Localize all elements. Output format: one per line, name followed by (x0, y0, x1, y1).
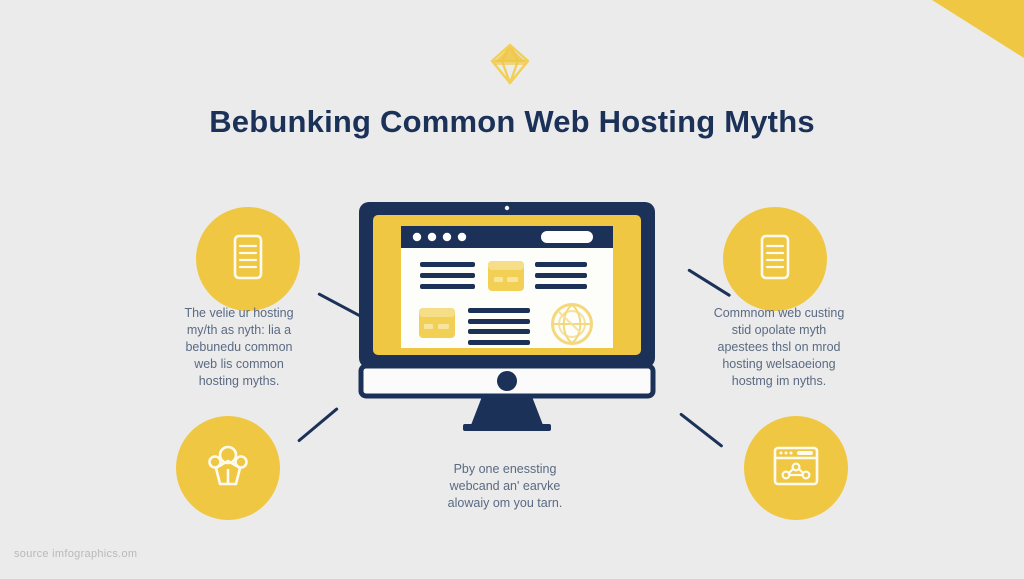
caption-bottom: Pby one enessting webcand an' earvke alo… (420, 461, 590, 512)
cloud-network-icon (203, 441, 253, 496)
caption-right-line: apestees thsl on mrod (717, 340, 841, 354)
monitor-illustration (355, 198, 659, 438)
caption-right-line: hostmg im nyths. (731, 374, 827, 388)
source-watermark: source imfographics.om (14, 548, 138, 560)
caption-bottom-line: webcand an' earvke (449, 479, 561, 493)
browser-network-icon (770, 443, 822, 494)
caption-left-line: bebunedu common (185, 340, 293, 354)
gem-icon (484, 38, 536, 90)
node-circle-bottom-right[interactable] (744, 416, 848, 520)
caption-right-line: hosting welsaoeiong (722, 357, 836, 371)
connector-line-bottom-left (297, 406, 339, 443)
node-circle-top-left[interactable] (196, 207, 300, 311)
caption-left-line: The velie ur hosting (184, 306, 294, 320)
caption-bottom-line: alowaiy om you tarn. (447, 496, 563, 510)
node-circle-top-right[interactable] (723, 207, 827, 311)
caption-right-line: stid opolate myth (731, 323, 827, 337)
server-document-icon (226, 232, 270, 287)
caption-bottom-line: Pby one enessting (453, 462, 557, 476)
caption-left-line: hosting myths. (198, 374, 280, 388)
caption-left-line: web lis common (194, 357, 284, 371)
page-title: Bebunking Common Web Hosting Myths (209, 104, 815, 139)
caption-left-line: my/th as nyth: lia a (186, 323, 292, 337)
node-circle-bottom-left[interactable] (176, 416, 280, 520)
server-document-icon (753, 232, 797, 287)
caption-left: The velie ur hosting my/th as nyth: lia … (160, 305, 318, 390)
caption-right: Commnom web custing stid opolate myth ap… (700, 305, 858, 390)
connector-line-bottom-right (679, 412, 724, 448)
caption-right-line: Commnom web custing (713, 306, 845, 320)
corner-wedge-decoration (932, 0, 1024, 58)
